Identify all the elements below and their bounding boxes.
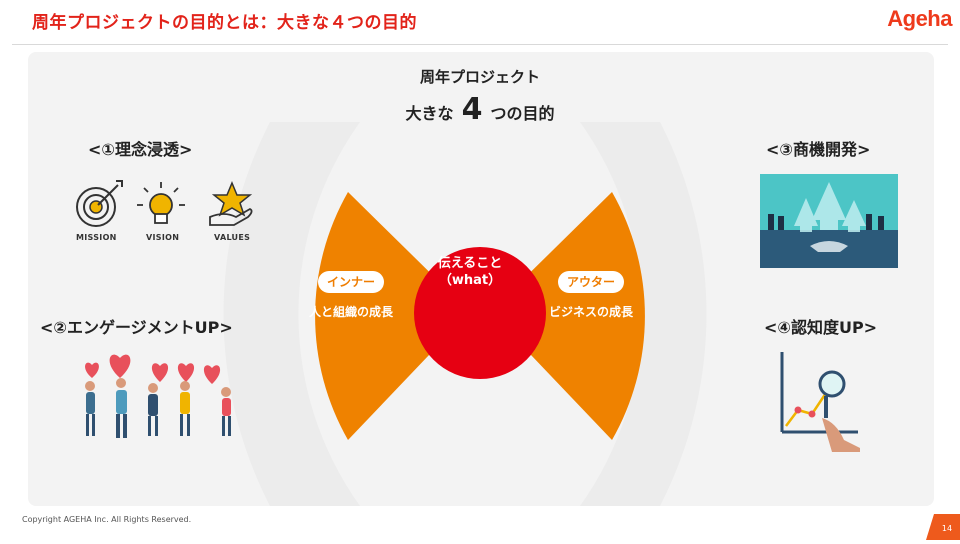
caption-number: 4 xyxy=(461,92,483,127)
ageha-logo: Ageha xyxy=(887,6,952,31)
core-circle xyxy=(414,247,546,379)
target-icon xyxy=(76,180,123,227)
core-line2: （what） xyxy=(438,273,502,288)
handshake-arrows-image xyxy=(760,182,898,268)
chart-magnifier-illustration xyxy=(780,352,860,452)
inner-text: 人と組織の成長 xyxy=(308,305,393,319)
outer-text: ビジネスの成長 xyxy=(548,305,633,319)
purpose-label-business: <③商機開発> xyxy=(766,140,871,159)
vision-label: VISION xyxy=(146,233,180,242)
header-divider xyxy=(12,44,948,45)
outer-wing xyxy=(490,192,645,440)
project-caption: 周年プロジェクト xyxy=(419,68,540,86)
outer-tag: アウター xyxy=(558,271,624,293)
core-text: 伝えること （what） xyxy=(415,255,525,289)
left-background-arc xyxy=(223,122,360,506)
purpose-label-engagement: <②エンゲージメントUP> xyxy=(40,318,233,337)
purpose-label-awareness: <④認知度UP> xyxy=(764,318,878,337)
lightbulb-icon xyxy=(137,182,185,224)
inner-wing xyxy=(315,192,470,440)
purpose-label-philosophy: <①理念浸透> xyxy=(88,140,193,159)
people-hearts-illustration xyxy=(85,354,231,438)
purpose-count-caption: 大きな 4 つの目的 xyxy=(0,92,960,127)
star-hand-icon xyxy=(209,181,253,226)
inner-tag: インナー xyxy=(318,271,384,293)
footer-accent xyxy=(926,514,934,540)
mission-label: MISSION xyxy=(76,233,117,242)
copyright: Copyright AGEHA Inc. All Rights Reserved… xyxy=(22,515,192,524)
core-line1: 伝えること xyxy=(437,256,503,271)
slide-title: 周年プロジェクトの目的とは：大きな４つの目的 xyxy=(32,13,417,33)
values-label: VALUES xyxy=(214,233,251,242)
business-handshake-photo xyxy=(760,174,898,268)
page-number: 14 xyxy=(934,514,960,540)
caption-prefix: 大きな xyxy=(405,104,454,123)
caption-suffix: つの目的 xyxy=(490,104,555,123)
